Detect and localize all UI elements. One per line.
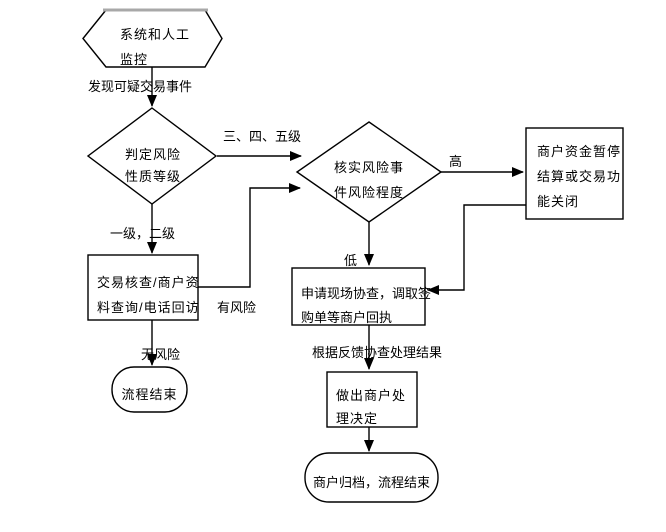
decide-box: [326, 371, 418, 428]
assist-line-1: 申请现场协查，调取签: [301, 286, 432, 301]
assist-line-2: 购单等商户回执: [301, 310, 393, 325]
edge-freeze-to-assist: [427, 204, 526, 295]
decide-line-2: 理决定: [336, 411, 379, 426]
monitor-node-text: 系统和人工 监控: [120, 22, 190, 72]
end-terminator: [111, 366, 188, 413]
verify-line-2: 件风险程度: [334, 185, 405, 200]
verify-line-1: 核实风险事: [334, 160, 405, 175]
archive-terminator-text: 商户归档，流程结束: [312, 475, 430, 490]
judge-line-2: 性质等级: [125, 169, 182, 184]
check-box: [87, 254, 199, 321]
decide-node-text: 做出商户处 理决定: [336, 384, 406, 430]
check-node-text: 交易核查/商户资 料查询/电话回访: [97, 270, 200, 320]
judge-node-text: 判定风险 性质等级: [125, 144, 181, 188]
verify-node-text: 核实风险事 件风险程度: [334, 155, 404, 205]
freeze-line-2: 结算或交易功: [537, 169, 622, 184]
archive-terminator: [304, 452, 439, 503]
label-low: 低: [344, 253, 359, 268]
monitor-line-1: 系统和人工: [120, 27, 191, 42]
freeze-box: [525, 127, 624, 220]
label-has-risk: 有风险: [217, 300, 257, 315]
label-suspicious-found: 发现可疑交易事件: [88, 79, 193, 94]
label-no-risk: 无风险: [141, 347, 181, 362]
assist-box: [291, 267, 426, 326]
judge-diamond: [86, 107, 218, 205]
edge-check-to-verify-has-risk: [198, 183, 301, 288]
monitor-line-2: 监控: [120, 52, 149, 67]
label-level-345: 三、四、五级: [223, 129, 302, 144]
assist-node-text: 申请现场协查，调取签 购单等商户回执: [301, 282, 431, 330]
end-terminator-text: 流程结束: [121, 387, 178, 402]
freeze-node-text: 商户资金暂停 结算或交易功 能关闭: [537, 139, 621, 214]
label-level-12: 一级，二级: [110, 226, 176, 241]
freeze-line-3: 能关闭: [537, 194, 580, 209]
freeze-line-1: 商户资金暂停: [537, 144, 622, 159]
decide-line-1: 做出商户处: [336, 388, 407, 403]
check-line-1: 交易核查/商户资: [97, 275, 200, 290]
verify-diamond: [295, 121, 443, 223]
label-high: 高: [449, 154, 464, 169]
judge-line-1: 判定风险: [125, 147, 182, 162]
check-line-2: 料查询/电话回访: [97, 300, 200, 315]
label-feedback-result: 根据反馈协查处理结果: [312, 345, 443, 360]
